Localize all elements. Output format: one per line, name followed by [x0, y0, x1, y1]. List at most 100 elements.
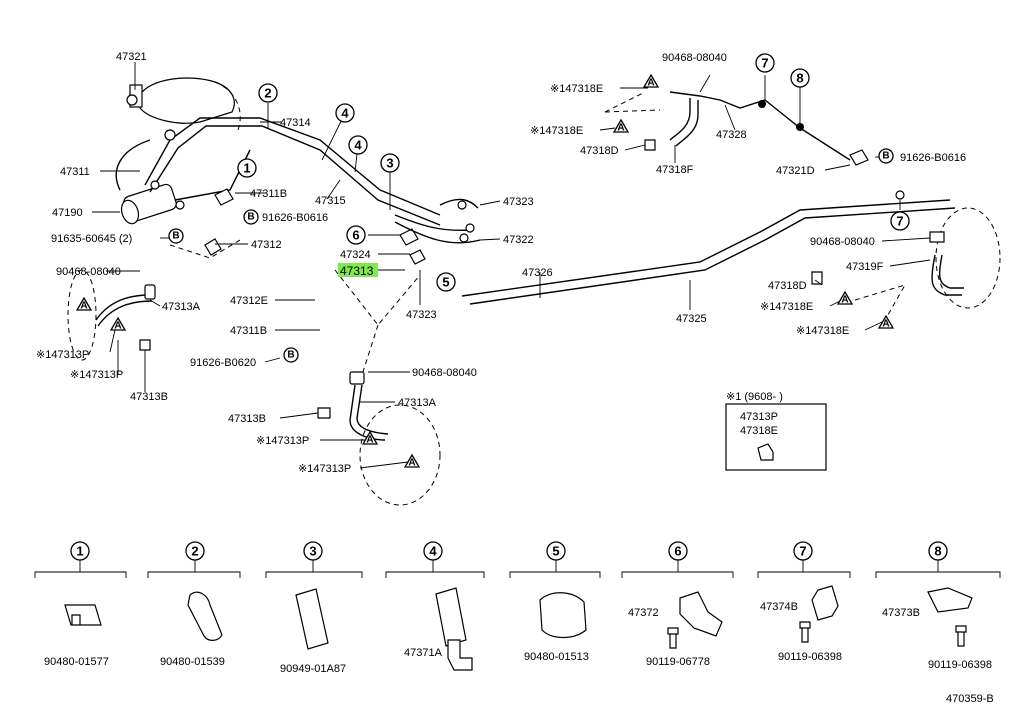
legend-callout-5-num: 5 [552, 544, 559, 559]
label-47311b-top: 47311B [250, 188, 287, 200]
master-cylinder-assembly [115, 77, 956, 305]
label-47318d-right: 47318D [768, 280, 807, 292]
clip-1-part: 90480-01577 [44, 656, 109, 668]
legend-callout-3-num: 3 [309, 544, 316, 559]
label-90468-08040-left: 90468-08040 [56, 266, 121, 278]
callout-8-num: 8 [796, 71, 803, 86]
callout-5 [436, 272, 456, 292]
label-147313p-left-2: ※147313P [70, 369, 123, 381]
label-47322: 47322 [503, 234, 534, 246]
clip-8-part: 47373B [882, 607, 920, 619]
clip-6-bolt-icon [667, 627, 679, 649]
label-47315: 47315 [315, 195, 346, 207]
clip-8-icon [927, 587, 973, 613]
clip-3-part: 90949-01A87 [280, 663, 346, 675]
callout-b-1 [168, 228, 184, 244]
callout-b-3-letter: B [287, 350, 294, 361]
callout-a-5 [642, 73, 660, 88]
callout-b-4-letter: B [882, 151, 889, 162]
label-47323-bottom: 47323 [406, 309, 437, 321]
highlight-47313 [338, 263, 378, 277]
callout-1 [237, 158, 257, 178]
callout-a-3 [361, 430, 379, 445]
callout-7b-num: 7 [896, 214, 903, 229]
clip-8-bolt-part: 90119-06398 [928, 659, 992, 671]
clip-icon [757, 443, 774, 461]
clip-7-part: 47374B [760, 601, 798, 613]
callout-a-7 [836, 290, 854, 305]
label-47326: 47326 [522, 267, 553, 279]
callout-3-num: 3 [386, 156, 393, 171]
label-147313p-mid-1: ※147313P [256, 435, 309, 447]
callout-2 [258, 83, 278, 103]
callout-4a-num: 4 [341, 106, 349, 121]
label-47325: 47325 [676, 313, 707, 325]
label-47321d: 47321D [776, 165, 815, 177]
note-header: ※1 (9608- ) [726, 391, 783, 403]
callout-b-4 [878, 148, 894, 164]
note-box: ※1 (9608- ) 47313P 47318E [725, 391, 827, 471]
label-47314: 47314 [280, 117, 311, 129]
label-47312e: 47312E [230, 295, 268, 307]
callout-7a-num: 7 [761, 56, 768, 71]
callout-b-1-letter: B [172, 231, 179, 242]
callout-4b [348, 135, 368, 155]
left-front-hose [67, 269, 156, 361]
legend-callout-6-num: 6 [674, 544, 681, 559]
callout-a-3-letter: A [366, 435, 373, 446]
note-frame [725, 403, 827, 471]
note-line-1: 47313P [740, 411, 778, 423]
clip-legend: 1 90480-01577 2 90480-01539 3 90949-01A8… [34, 541, 1001, 675]
label-47323-top: 47323 [503, 196, 534, 208]
label-90468-08040-mid: 90468-08040 [412, 367, 477, 379]
label-147318e-top-right-2: ※147318E [530, 125, 583, 137]
legend-callout-2-num: 2 [191, 544, 198, 559]
label-90468-08040-top-right: 90468-08040 [662, 52, 727, 64]
clip-4-icon [435, 587, 467, 647]
callout-6 [346, 225, 366, 245]
callout-7b [890, 211, 910, 231]
clip-3-icon [295, 588, 329, 650]
label-47313b-left: 47313B [130, 391, 168, 403]
callout-b-2 [243, 209, 259, 225]
label-90468-08040-right: 90468-08040 [810, 236, 875, 248]
label-147318e-top-right-1: ※147318E [550, 83, 603, 95]
label-47313a-left: 47313A [162, 301, 201, 313]
label-91635-60645: 91635-60645 (2) [51, 233, 132, 245]
label-47190: 47190 [52, 207, 83, 219]
callout-a-6 [612, 118, 630, 133]
callout-5-num: 5 [442, 275, 449, 290]
label-147318e-right-2: ※147318E [796, 325, 849, 337]
label-147313p-left-1: ※147313P [36, 349, 89, 361]
label-47311: 47311 [60, 166, 90, 178]
clip-5-icon [539, 592, 587, 639]
callout-a-7-letter: A [841, 295, 848, 306]
callout-4a [335, 103, 355, 123]
callout-1-num: 1 [243, 161, 250, 176]
callout-2-num: 2 [264, 86, 271, 101]
legend-callout-1-num: 1 [76, 544, 83, 559]
label-47328: 47328 [716, 129, 747, 141]
callout-a-6-letter: A [617, 123, 624, 134]
label-91626-b0620: 91626-B0620 [190, 357, 256, 369]
label-91626-b0616-right: 91626-B0616 [900, 152, 966, 164]
clip-2-part: 90480-01539 [160, 656, 225, 668]
callout-8 [790, 68, 810, 88]
clip-4-part: 47371A [404, 647, 443, 659]
label-47313-highlighted: 47313 [340, 264, 374, 278]
label-47319f: 47319F [846, 261, 884, 273]
part-labels: 4 7 3 2 1 47311 47190 91635-60645 (2) 47311B… [36, 51, 966, 475]
label-47324: 47324 [340, 249, 371, 261]
label-47313b-mid: 47313B [228, 413, 266, 425]
callout-a-2 [109, 316, 127, 331]
clip-6-bolt-part: 90119-06778 [646, 656, 710, 668]
diagram-code: 470359-B [946, 693, 994, 705]
label-47312: 47312 [251, 239, 282, 251]
callout-3 [380, 153, 400, 173]
clip-6-part: 47372 [628, 607, 659, 619]
mid-rear-hose [317, 371, 441, 506]
note-line-2: 47318E [740, 425, 778, 437]
callout-a-4 [403, 453, 421, 468]
callout-a-8 [877, 314, 895, 329]
